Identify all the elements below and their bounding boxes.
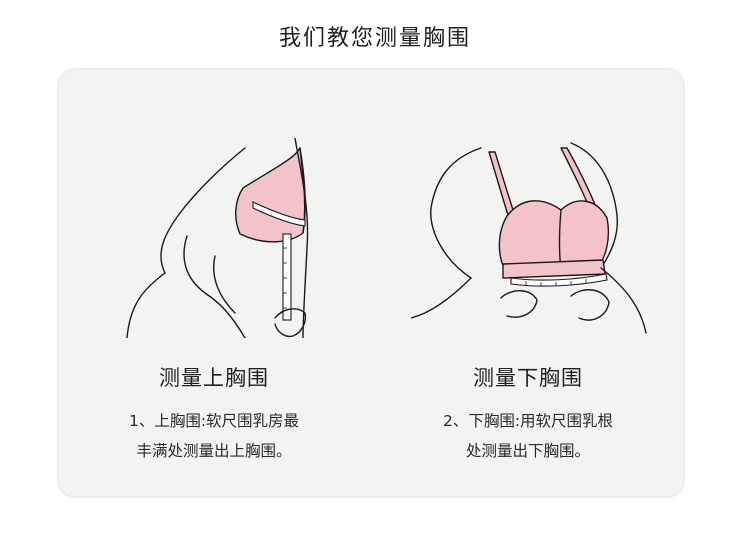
hand-icon (274, 308, 307, 338)
under-bust-illustration (411, 142, 647, 334)
description-line: 1、上胸围:软尺围乳房最 (128, 412, 300, 430)
page-title: 我们教您测量胸围 (278, 26, 471, 51)
section-title: 测量下胸围 (473, 366, 583, 390)
tape-measure-icon (252, 201, 306, 227)
under-bust-panel: 测量下胸围 2、下胸围:用软尺围乳根 处测量出下胸围。 (371, 68, 685, 498)
upper-bust-illustration (126, 138, 309, 338)
left-hand-icon (500, 290, 538, 318)
section-title: 测量上胸围 (159, 366, 269, 390)
upper-bust-panel: 测量上胸围 1、上胸围:软尺围乳房最 丰满处测量出上胸围。 (57, 68, 371, 498)
tape-measure-icon (510, 273, 608, 287)
section-description: 2、下胸围:用软尺围乳根 处测量出下胸围。 (371, 406, 685, 466)
right-hand-icon (570, 289, 610, 321)
description-line: 处测量出下胸围。 (465, 442, 590, 460)
description-line: 丰满处测量出上胸围。 (136, 442, 292, 460)
description-line: 2、下胸围:用软尺围乳根 (442, 412, 614, 430)
hanging-tape-icon (282, 233, 292, 321)
section-description: 1、上胸围:软尺围乳房最 丰满处测量出上胸围。 (57, 406, 371, 466)
measurement-card: 测量上胸围 1、上胸围:软尺围乳房最 丰满处测量出上胸围。 (57, 68, 685, 498)
